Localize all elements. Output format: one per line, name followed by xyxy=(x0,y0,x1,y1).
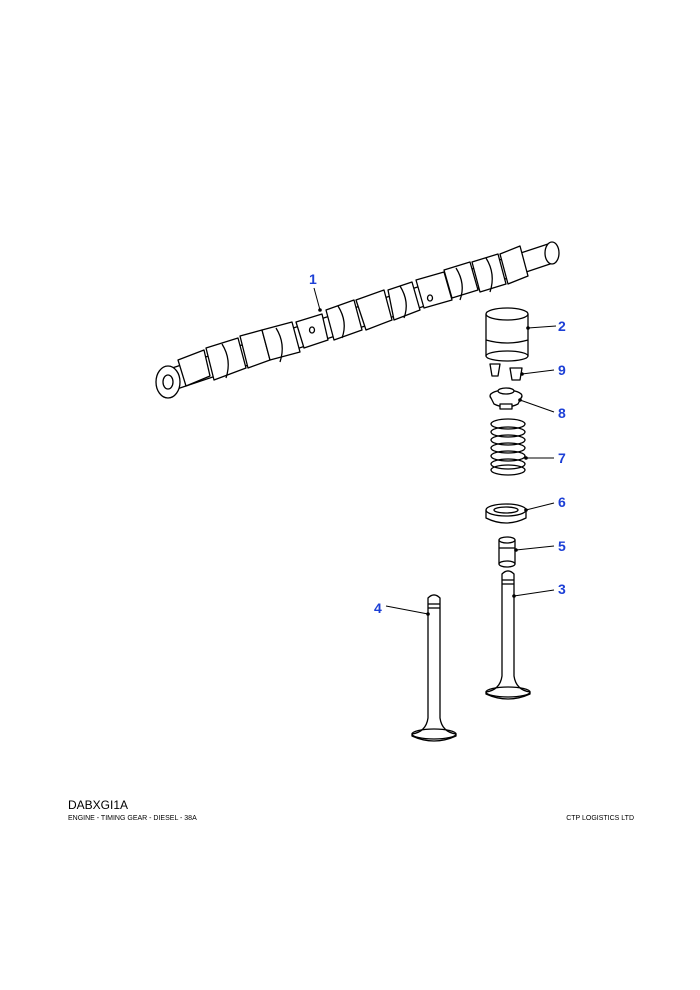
publisher-credit: CTP LOGISTICS LTD xyxy=(566,815,634,822)
spring-seat xyxy=(485,503,527,524)
valve-guide xyxy=(498,536,516,568)
callout-6: 6 xyxy=(558,494,566,510)
spring-cap xyxy=(489,387,523,410)
valve-exhaust xyxy=(411,594,457,742)
callout-9: 9 xyxy=(558,362,566,378)
tappet xyxy=(485,307,529,362)
valve-spring xyxy=(490,418,526,476)
diagram-code: DABXGI1A xyxy=(68,798,129,812)
callout-3: 3 xyxy=(558,581,566,597)
callout-7: 7 xyxy=(558,450,566,466)
leader-lines xyxy=(313,287,557,616)
camshaft xyxy=(155,241,560,399)
callout-4: 4 xyxy=(374,600,382,616)
callout-8: 8 xyxy=(558,405,566,421)
callout-5: 5 xyxy=(558,538,566,554)
collets xyxy=(489,363,523,381)
diagram-caption: ENGINE - TIMING GEAR - DIESEL - 38A xyxy=(68,815,197,822)
callout-1: 1 xyxy=(309,271,317,287)
valve-inlet xyxy=(485,570,531,700)
callout-2: 2 xyxy=(558,318,566,334)
